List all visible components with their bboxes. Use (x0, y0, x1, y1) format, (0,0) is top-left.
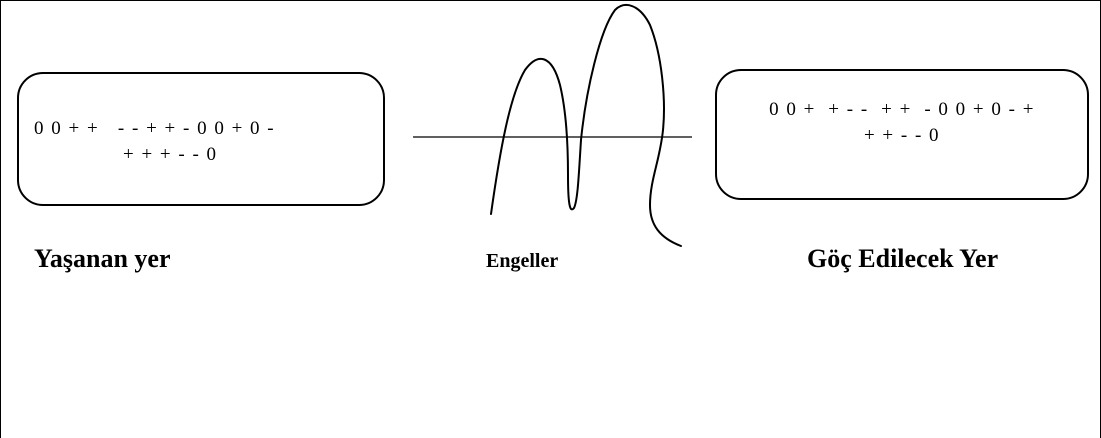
destination-label: Göç Edilecek Yer (807, 244, 999, 273)
destination-signs-line-2: + + - - 0 (863, 125, 941, 146)
obstacle-curve (490, 4, 682, 247)
destination-signs-line-1: 0 0 + + - - + + - 0 0 + 0 - + (769, 99, 1035, 120)
origin-box: 0 0 + + - - + + - 0 0 + 0 - + + + - - 0 (17, 72, 385, 206)
destination-box: 0 0 + + - - + + - 0 0 + 0 - + + + - - 0 (715, 69, 1089, 200)
origin-signs-line-2: + + + - - 0 (123, 144, 218, 165)
obstacles-label: Engeller (486, 250, 559, 272)
origin-label: Yaşanan yer (34, 244, 171, 273)
origin-signs-line-1: 0 0 + + - - + + - 0 0 + 0 - (34, 118, 276, 139)
